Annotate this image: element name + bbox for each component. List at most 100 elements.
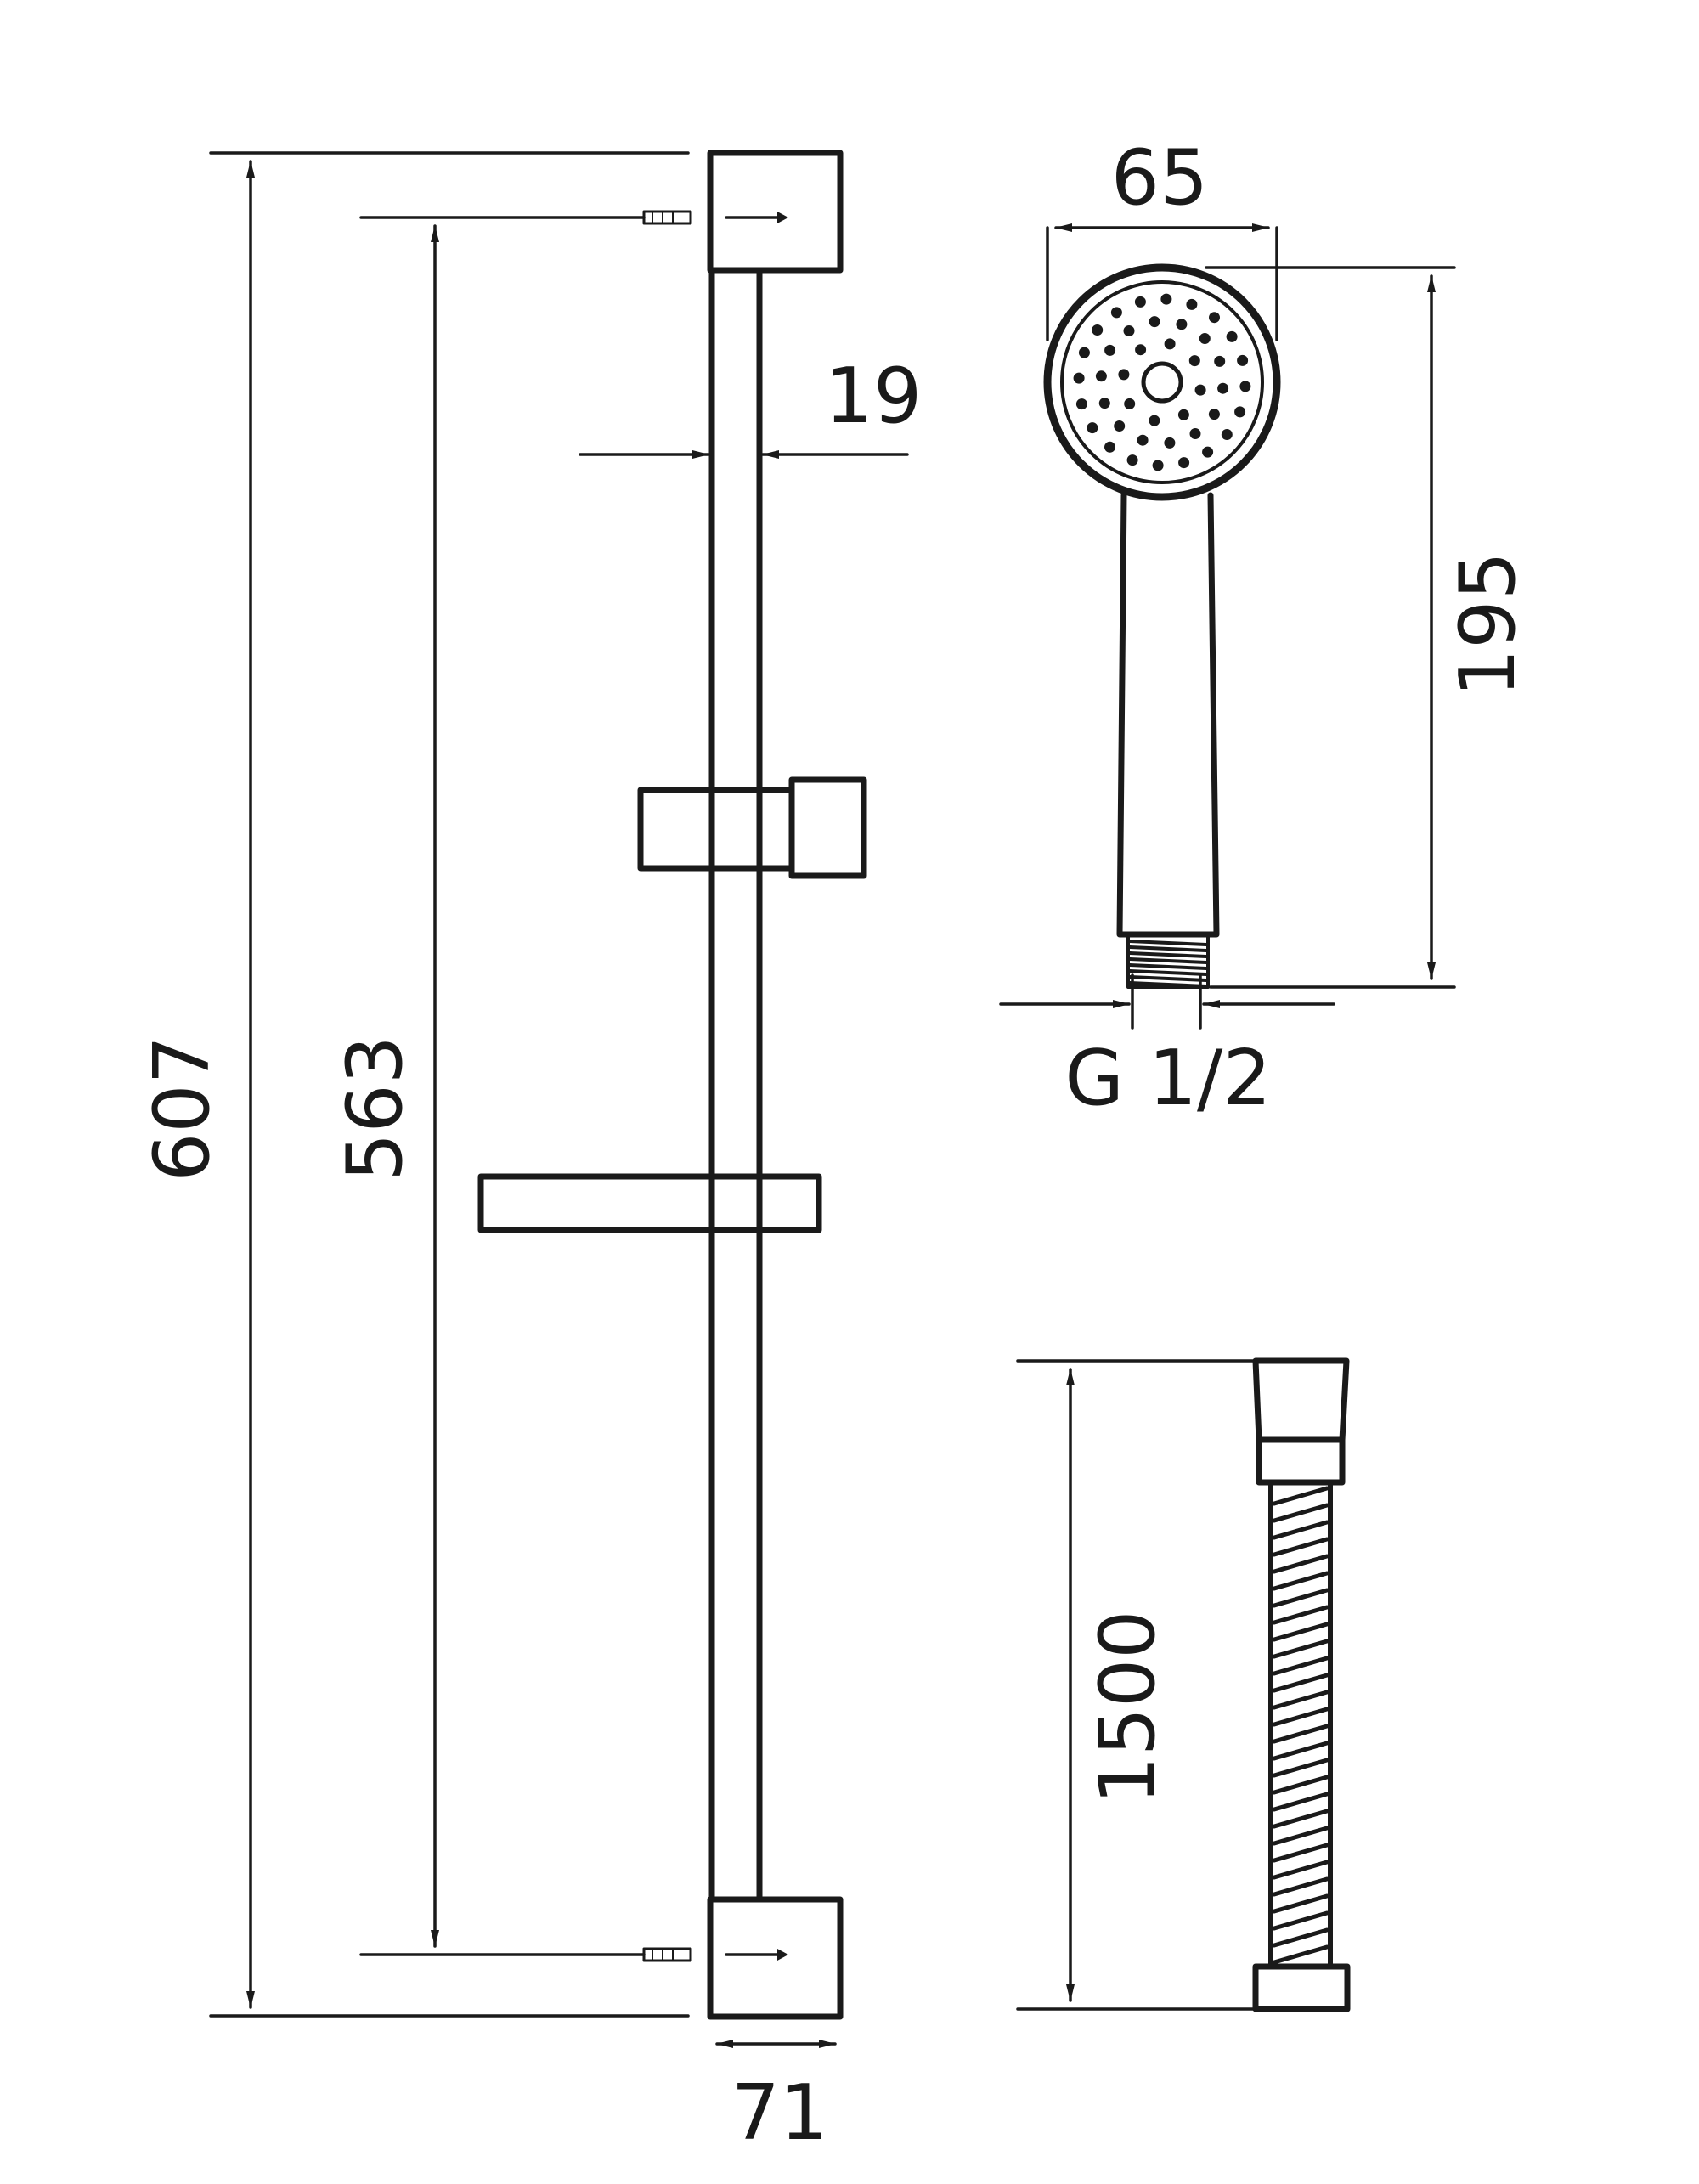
hose-coil [1272, 1656, 1329, 1676]
hose-coil [1272, 1571, 1329, 1591]
nozzle-hole [1098, 398, 1110, 409]
hose-ferrule [1256, 1436, 1346, 1486]
hose-coil [1272, 1503, 1329, 1523]
soap-dish [477, 1173, 822, 1233]
nozzle-hole [1123, 325, 1135, 336]
top-screw [725, 212, 788, 223]
nozzle-hole [1075, 398, 1087, 410]
hose-length-label: 1500 [1083, 1610, 1172, 1804]
handset-holder [637, 776, 867, 879]
handset-length-label: 195 [1443, 551, 1532, 697]
nozzle-hole [1164, 437, 1176, 449]
dimension-mounting-height: 563 [330, 216, 646, 1956]
shower-head-outer [1043, 263, 1281, 501]
handle [1116, 492, 1220, 938]
bottom-wall-bracket [707, 1896, 844, 2020]
thread-connector [1126, 933, 1210, 989]
nozzle-hole [1194, 384, 1206, 396]
hose-coil [1272, 1724, 1329, 1744]
nozzle-hole [1234, 406, 1246, 418]
nozzle-hole [1149, 316, 1160, 328]
bottom-screw [725, 1949, 788, 1961]
hand-shower [1043, 263, 1281, 989]
nozzle-hole [1202, 446, 1214, 458]
hose-coil [1272, 1826, 1329, 1846]
nozzle-hole [1188, 355, 1200, 367]
hose-coil [1272, 1520, 1329, 1540]
top-wall-plug [642, 210, 692, 225]
hose-coil [1272, 1707, 1329, 1727]
hose-coil [1272, 1639, 1329, 1659]
nozzle-hole [1217, 382, 1229, 394]
hose-coil [1272, 1741, 1329, 1761]
hose-coil [1272, 1876, 1329, 1897]
top-wall-bracket [707, 150, 844, 274]
nozzle-hole [1104, 344, 1116, 356]
nozzle-hole [1226, 330, 1238, 342]
nozzle-hole [1221, 429, 1233, 440]
head-diameter-label: 65 [1111, 133, 1209, 223]
nozzle-hole [1237, 354, 1249, 366]
nozzle-hole [1199, 333, 1211, 344]
nozzle-hole [1095, 370, 1107, 382]
nozzle-hole [1126, 454, 1138, 466]
nozzle-hole [1134, 296, 1146, 308]
spray-nozzles [1073, 293, 1251, 471]
nozzle-hole [1178, 457, 1190, 469]
nozzle-hole [1087, 422, 1098, 434]
bar-diameter-label: 19 [825, 352, 923, 441]
nozzle-hole [1186, 298, 1198, 310]
nozzle-hole [1149, 415, 1160, 426]
hose-coil [1272, 1893, 1329, 1914]
dimension-handset-length: 195 [1205, 266, 1532, 989]
nozzle-hole [1118, 369, 1130, 381]
hose-coils [1272, 1486, 1329, 1965]
nozzle-hole [1078, 347, 1090, 358]
nozzle-hole [1208, 409, 1220, 420]
nozzle-hole [1189, 428, 1201, 439]
nozzle-hole [1137, 434, 1149, 446]
hose-coil [1272, 1537, 1329, 1557]
nozzle-hole [1073, 372, 1085, 384]
hose-coil [1272, 1792, 1329, 1812]
hose-coil [1272, 1843, 1329, 1863]
nozzle-hole [1214, 355, 1226, 367]
hose-coil [1272, 1860, 1329, 1880]
dimension-thread: G 1/2 [999, 973, 1335, 1123]
mounting-height-label: 563 [330, 1036, 420, 1182]
hose-coil [1272, 1554, 1329, 1574]
hose-coil [1272, 1927, 1329, 1948]
nozzle-hole [1110, 307, 1122, 319]
thread-label: G 1/2 [1064, 1034, 1271, 1123]
hose-coil [1272, 1775, 1329, 1795]
nozzle-hole [1135, 344, 1147, 356]
nozzle-hole [1160, 293, 1172, 305]
hose-coil [1272, 1622, 1329, 1642]
hose-coil [1272, 1486, 1329, 1506]
hose-coil [1272, 1809, 1329, 1829]
nozzle-hole [1177, 409, 1189, 420]
hose-coil [1272, 1673, 1329, 1693]
hose-coil [1272, 1588, 1329, 1608]
nozzle-hole [1176, 319, 1188, 330]
rail-bar [708, 267, 763, 1903]
dimension-overall-height: 607 [138, 151, 690, 2018]
hose-coil [1272, 1944, 1329, 1965]
nozzle-hole [1114, 420, 1126, 432]
nozzle-hole [1124, 398, 1136, 409]
bottom-wall-plug [642, 1947, 692, 1962]
shower-hose [1252, 1357, 1351, 2012]
nozzle-hole [1104, 441, 1115, 453]
dimension-hose-length: 1500 [1016, 1359, 1266, 2011]
shower-head-face [1060, 280, 1264, 484]
slide-rail [477, 150, 867, 2020]
hose-coil [1272, 1758, 1329, 1778]
nozzle-hole [1152, 460, 1164, 471]
dimension-head-diameter: 65 [1046, 133, 1278, 341]
dimension-bar-diameter: 19 [579, 352, 923, 459]
dimension-bracket-width: 71 [715, 2040, 837, 2158]
hose-end-fitting [1252, 1963, 1351, 2012]
nozzle-hole [1239, 381, 1251, 392]
shower-head-center [1141, 361, 1183, 404]
